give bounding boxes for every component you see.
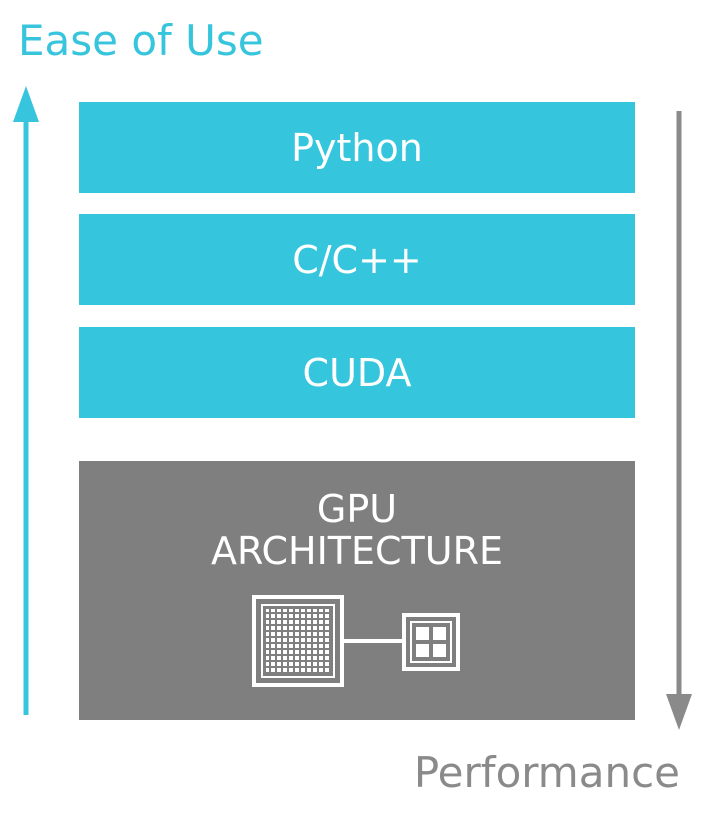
- gpu-chip-icon: [252, 594, 460, 687]
- performance-arrow-icon: [666, 111, 692, 730]
- layer-python: Python: [79, 102, 635, 193]
- layer-cpp: C/C++: [79, 214, 635, 305]
- gpu-label: GPU: [316, 487, 398, 531]
- ease-of-use-arrow-icon: [13, 86, 39, 715]
- layer-cpp-label: C/C++: [292, 237, 422, 282]
- layer-cuda: CUDA: [79, 327, 635, 418]
- performance-label: Performance: [413, 748, 680, 797]
- layer-gpu-architecture: GPU ARCHITECTURE: [79, 461, 635, 720]
- architecture-label: ARCHITECTURE: [210, 528, 503, 573]
- layer-cuda-label: CUDA: [302, 350, 412, 395]
- layer-python-label: Python: [291, 125, 423, 170]
- ease-of-use-label: Ease of Use: [18, 16, 264, 65]
